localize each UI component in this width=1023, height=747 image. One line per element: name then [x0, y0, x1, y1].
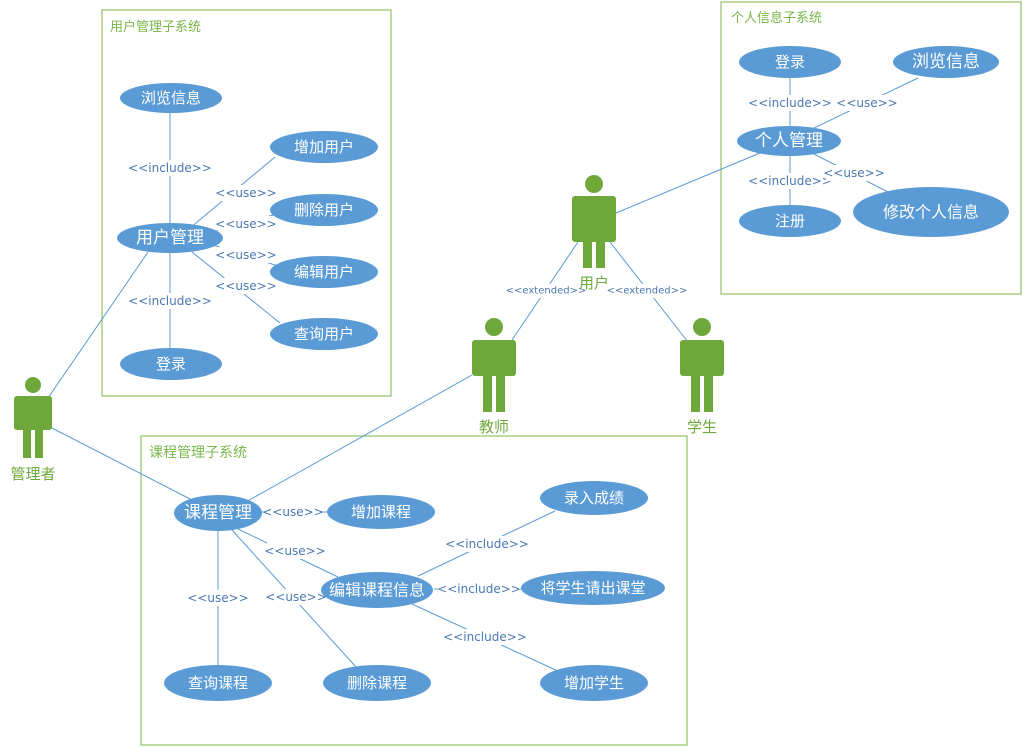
usecase-label: 课程管理 [184, 503, 252, 523]
use-label: <<use>> [823, 166, 884, 180]
use-label: <<use>> [262, 505, 323, 519]
include-label: <<include>> [128, 161, 212, 175]
actor-figure-icon [472, 318, 516, 412]
actor-teacher[interactable]: 教师 [472, 318, 516, 436]
usecase-enter-grades[interactable]: 录入成绩 [540, 481, 648, 515]
actor-label: 教师 [479, 418, 509, 436]
actor-label: 学生 [687, 418, 717, 436]
usecase-label: 修改个人信息 [883, 203, 979, 222]
course-management-subsystem: 课程管理子系统 [140, 435, 688, 746]
usecase-edit-user[interactable]: 编辑用户 [270, 256, 378, 288]
subsystem-title: 课程管理子系统 [149, 445, 247, 461]
usecase-modify-personal-info[interactable]: 修改个人信息 [853, 187, 1009, 237]
usecase-label: 录入成绩 [564, 489, 624, 507]
usecase-browse-info-personal[interactable]: 浏览信息 [893, 46, 999, 78]
use-cases: 浏览信息 用户管理 增加用户 删除用户 编辑用户 查询用户 登录 登录 [117, 46, 1009, 701]
extended-label: <<extended>> [607, 286, 688, 297]
usecase-remove-student[interactable]: 将学生请出课堂 [521, 571, 665, 605]
include-label: <<include>> [748, 174, 832, 188]
usecase-label: 查询用户 [294, 325, 354, 343]
actor-label: 用户 [579, 274, 609, 292]
connector [243, 374, 473, 504]
usecase-label: 个人管理 [755, 131, 823, 151]
use-label: <<use>> [215, 186, 276, 200]
user-management-subsystem: 用户管理子系统 [101, 9, 392, 397]
usecase-query-user[interactable]: 查询用户 [270, 318, 378, 350]
usecase-edit-course-info[interactable]: 编辑课程信息 [321, 572, 433, 608]
usecase-label: 删除用户 [294, 201, 354, 219]
usecase-browse-info[interactable]: 浏览信息 [120, 83, 222, 113]
use-label: <<use>> [215, 279, 276, 293]
personal-info-subsystem: 个人信息子系统 [720, 1, 1022, 295]
subsystem-title: 用户管理子系统 [110, 19, 201, 35]
usecase-add-course[interactable]: 增加课程 [327, 495, 435, 529]
use-label: <<use>> [265, 590, 326, 604]
usecase-label: 查询课程 [188, 674, 248, 692]
usecase-label: 注册 [775, 212, 805, 230]
actor-figure-icon [572, 175, 616, 268]
actor-figure-icon [14, 377, 52, 458]
include-label: <<include>> [748, 96, 832, 110]
usecase-delete-user[interactable]: 删除用户 [270, 194, 378, 226]
relation-labels: <<include>> <<include>> <<use>> <<use>> … [128, 95, 898, 645]
usecase-delete-course[interactable]: 删除课程 [323, 665, 431, 701]
actor-admin[interactable]: 管理者 [10, 377, 56, 483]
usecase-login-personal[interactable]: 登录 [739, 46, 841, 78]
usecase-label: 删除课程 [347, 674, 407, 692]
include-label: <<include>> [445, 537, 529, 551]
usecase-label: 编辑用户 [294, 263, 354, 281]
usecase-label: 浏览信息 [912, 52, 980, 72]
usecase-label: 浏览信息 [141, 89, 201, 107]
extended-label: <<extended>> [506, 286, 587, 297]
actor-user[interactable]: 用户 [572, 175, 616, 292]
usecase-label: 增加课程 [351, 503, 411, 521]
use-label: <<use>> [215, 248, 276, 262]
connector [49, 426, 193, 501]
usecase-register[interactable]: 注册 [739, 205, 841, 237]
usecase-label: 将学生请出课堂 [540, 579, 645, 597]
usecase-label: 登录 [156, 355, 186, 373]
usecase-add-student[interactable]: 增加学生 [540, 665, 648, 701]
actor-student[interactable]: 学生 [680, 318, 724, 436]
usecase-login[interactable]: 登录 [120, 348, 222, 380]
usecase-label: 编辑课程信息 [329, 581, 425, 600]
usecase-add-user[interactable]: 增加用户 [270, 131, 378, 163]
usecase-label: 增加用户 [294, 138, 354, 156]
use-label: <<use>> [264, 544, 325, 558]
use-label: <<use>> [215, 217, 276, 231]
include-label: <<include>> [443, 630, 527, 644]
actor-figure-icon [680, 318, 724, 412]
connector [47, 251, 149, 399]
usecase-label: 登录 [775, 53, 805, 71]
usecase-course-management[interactable]: 课程管理 [174, 495, 262, 531]
use-label: <<use>> [836, 96, 897, 110]
usecase-query-course[interactable]: 查询课程 [164, 665, 272, 701]
include-label: <<include>> [128, 294, 212, 308]
usecase-user-management[interactable]: 用户管理 [117, 223, 223, 253]
usecase-label: 增加学生 [564, 674, 624, 692]
include-label: <<include>> [437, 582, 521, 596]
use-label: <<use>> [187, 591, 248, 605]
usecase-personal-management[interactable]: 个人管理 [737, 126, 841, 156]
connector [615, 152, 761, 214]
actor-label: 管理者 [10, 465, 55, 483]
usecase-label: 用户管理 [136, 228, 204, 248]
subsystem-title: 个人信息子系统 [731, 10, 822, 26]
